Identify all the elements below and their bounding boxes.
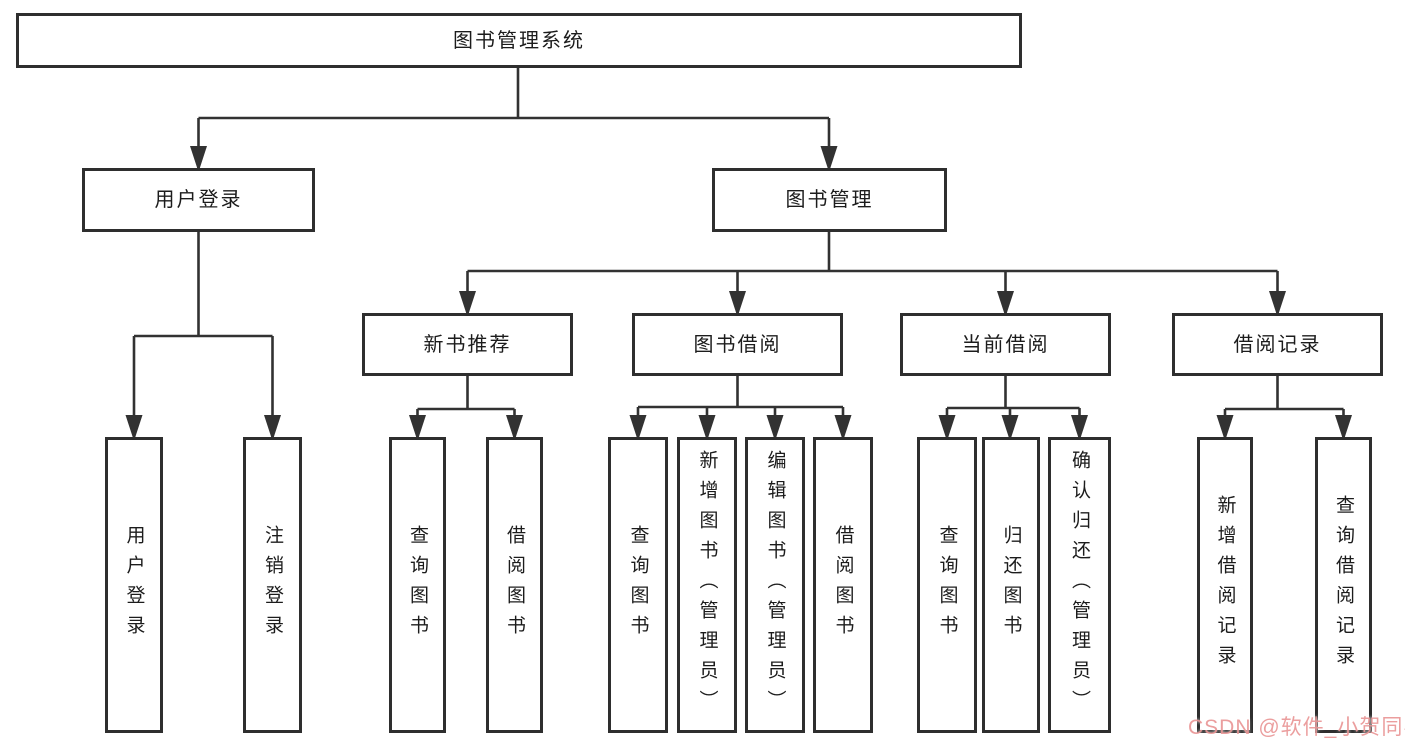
node-leaf-bb-edit-label: 编辑图书（管理员）	[764, 450, 786, 720]
node-new-book-rec-label: 新书推荐	[423, 333, 512, 356]
node-leaf-rec-query: 查询借阅记录	[1315, 437, 1372, 733]
edge-book-borrow	[629, 376, 852, 441]
node-leaf-user-login: 用户登录	[105, 437, 163, 733]
node-leaf-user-login-label: 用户登录	[123, 525, 145, 645]
node-current-borrow-label: 当前借阅	[961, 333, 1050, 356]
arrowhead-icon	[459, 291, 476, 317]
arrowhead-icon	[938, 415, 956, 441]
arrowhead-icon	[820, 146, 838, 172]
node-root: 图书管理系统	[16, 13, 1022, 68]
node-book-mgmt: 图书管理	[712, 168, 947, 232]
node-book-borrow: 图书借阅	[632, 313, 843, 376]
node-leaf-bb-query: 查询图书	[608, 437, 668, 733]
node-leaf-cb-confirm-label: 确认归还（管理员）	[1069, 450, 1090, 720]
edge-user-login	[125, 232, 281, 441]
node-leaf-bb-borrow-label: 借阅图书	[832, 525, 854, 645]
arrowhead-icon	[766, 415, 784, 441]
arrowhead-icon	[1216, 415, 1234, 441]
node-leaf-nb-query: 查询图书	[389, 437, 446, 733]
edge-current-borrow	[938, 376, 1088, 441]
node-leaf-nb-borrow-label: 借阅图书	[504, 525, 525, 645]
node-leaf-nb-query-label: 查询图书	[407, 525, 428, 645]
arrowhead-icon	[1001, 415, 1019, 441]
node-leaf-logout: 注销登录	[243, 437, 302, 733]
edge-root	[190, 68, 838, 172]
arrowhead-icon	[125, 415, 143, 441]
arrowhead-icon	[190, 146, 207, 172]
node-borrow-records: 借阅记录	[1172, 313, 1383, 376]
node-leaf-cb-return-label: 归还图书	[1000, 525, 1022, 645]
arrowhead-icon	[1071, 415, 1088, 441]
edge-book-mgmt	[459, 232, 1286, 317]
node-leaf-cb-return: 归还图书	[982, 437, 1040, 733]
node-leaf-bb-query-label: 查询图书	[627, 525, 649, 645]
node-leaf-cb-query-label: 查询图书	[936, 525, 958, 645]
node-leaf-cb-query: 查询图书	[917, 437, 977, 733]
node-leaf-nb-borrow: 借阅图书	[486, 437, 543, 733]
node-leaf-rec-add-label: 新增借阅记录	[1214, 495, 1236, 675]
arrowhead-icon	[506, 415, 523, 441]
arrowhead-icon	[729, 291, 746, 317]
node-user-login: 用户登录	[82, 168, 315, 232]
arrowhead-icon	[698, 415, 716, 441]
arrowhead-icon	[409, 415, 426, 441]
node-leaf-rec-query-label: 查询借阅记录	[1333, 495, 1354, 675]
node-leaf-logout-label: 注销登录	[262, 525, 283, 645]
arrowhead-icon	[1269, 291, 1286, 317]
node-book-borrow-label: 图书借阅	[693, 333, 782, 356]
arrowhead-icon	[997, 291, 1014, 317]
arrowhead-icon	[834, 415, 852, 441]
node-new-book-rec: 新书推荐	[362, 313, 573, 376]
node-borrow-records-label: 借阅记录	[1233, 333, 1322, 356]
node-user-login-label: 用户登录	[154, 189, 243, 211]
watermark: CSDN @软件_小贺同学	[1188, 716, 1405, 739]
node-current-borrow: 当前借阅	[900, 313, 1111, 376]
node-leaf-cb-confirm: 确认归还（管理员）	[1048, 437, 1111, 733]
node-leaf-bb-borrow: 借阅图书	[813, 437, 873, 733]
node-leaf-bb-add-label: 新增图书（管理员）	[696, 450, 718, 720]
arrowhead-icon	[264, 415, 281, 441]
node-leaf-bb-edit: 编辑图书（管理员）	[745, 437, 805, 733]
node-root-label: 图书管理系统	[453, 29, 585, 52]
arrowhead-icon	[629, 415, 647, 441]
edge-borrow-records	[1216, 376, 1352, 441]
node-leaf-bb-add: 新增图书（管理员）	[677, 437, 737, 733]
arrowhead-icon	[1335, 415, 1352, 441]
edge-new-book-rec	[409, 376, 523, 441]
node-leaf-rec-add: 新增借阅记录	[1197, 437, 1253, 733]
node-book-mgmt-label: 图书管理	[785, 189, 874, 211]
